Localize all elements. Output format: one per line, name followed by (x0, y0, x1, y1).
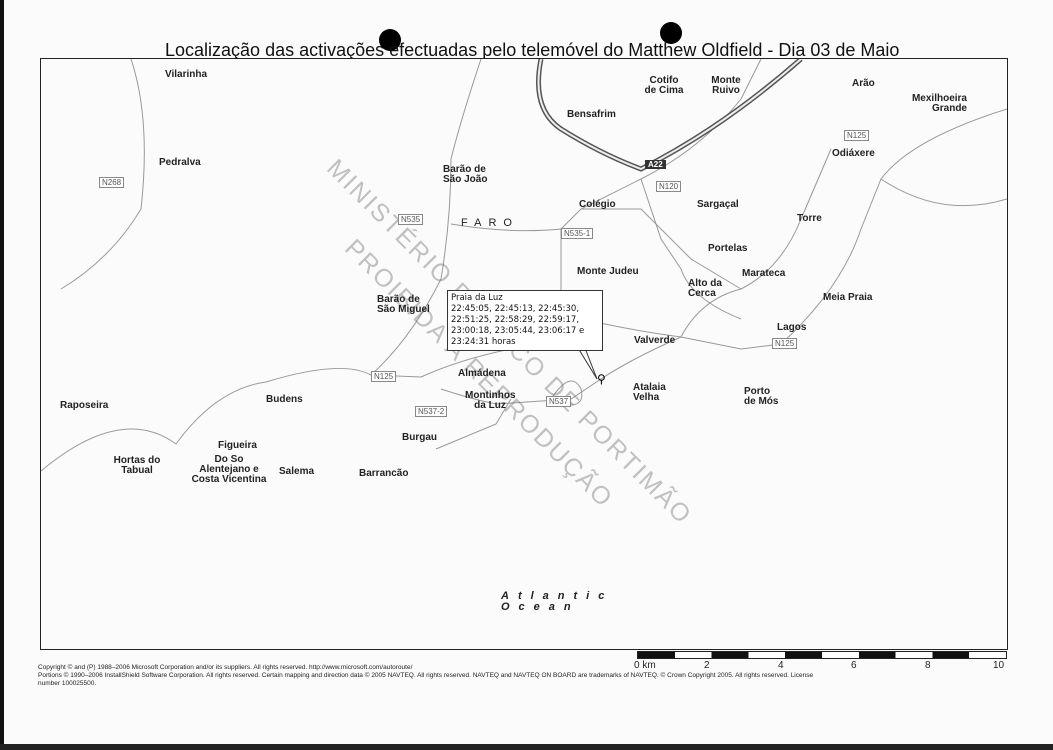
place-label: Lagos (777, 322, 807, 333)
scale-label: 4 (778, 660, 784, 671)
road-label: N535-1 (561, 228, 594, 239)
place-label: Monte Judeu (577, 266, 639, 277)
copyright-line: Portions © 1990–2006 InstallShield Softw… (38, 672, 814, 679)
location-callout: Praia da Luz 22:45:05, 22:45:13, 22:45:3… (447, 290, 603, 351)
place-label: Montinhos da Luz (465, 390, 516, 411)
place-label: Salema (279, 466, 315, 477)
place-label: Torre (797, 213, 822, 224)
scale-bar (637, 651, 1007, 659)
place-label: Odiáxere (832, 148, 875, 159)
road-label: N125 (772, 338, 798, 349)
place-label: Hortas do Tabual (113, 455, 161, 476)
place-label: Monte Ruivo (711, 75, 741, 96)
road-label: N537-2 (415, 406, 448, 417)
ocean-label: Atlantic Ocean (501, 591, 613, 613)
scale-label: 2 (704, 660, 710, 671)
place-label: Arão (852, 78, 875, 89)
place-label: Pedralva (159, 157, 201, 168)
place-label: Budens (266, 394, 303, 405)
place-label: Vilarinha (165, 69, 208, 80)
road-label: N125 (371, 371, 397, 382)
place-label: Portelas (708, 243, 748, 254)
highway-shield: A22 (645, 160, 666, 169)
punch-hole (660, 22, 682, 44)
place-label: Almádena (458, 368, 506, 379)
place-label: Bensafrim (567, 109, 616, 120)
place-label: Meia Praia (823, 292, 873, 303)
place-label: Atalaia Velha (633, 382, 666, 403)
place-label: Alto da Cerca (688, 278, 722, 299)
place-label: Sargaçal (697, 199, 739, 210)
callout-place: Praia da Luz (451, 293, 503, 303)
scale-label: 10 (993, 660, 1005, 671)
place-label: Barão de São Miguel (377, 294, 430, 315)
callout-times: 22:45:05, 22:45:13, 22:45:30, 22:51:25, … (451, 304, 585, 347)
place-label: Raposeira (60, 400, 109, 411)
ocean-label-line: Ocean (501, 601, 580, 613)
place-label: Colégio (579, 199, 616, 210)
scale-label: 6 (851, 660, 857, 671)
road-label: N120 (656, 181, 682, 192)
punch-hole (379, 29, 401, 51)
road-label: N268 (99, 177, 125, 188)
road-network (41, 59, 1007, 472)
road-label: N537 (546, 396, 572, 407)
scale-label: 8 (925, 660, 931, 671)
scale-label: 0 km (634, 660, 656, 671)
scan-edge (0, 0, 4, 750)
page-title: Localização das activações efectuadas pe… (165, 40, 900, 60)
place-label: Barão de São João (443, 164, 488, 185)
place-label: Marateca (742, 268, 786, 279)
pushpin-icon[interactable]: ⚲ (597, 372, 606, 386)
place-label: Cotifo de Cima (644, 75, 684, 96)
road-label: N125 (844, 130, 870, 141)
map-frame[interactable]: MINISTÉRIO PÚBLICO DE PORTIMÃO PROIBIDA … (40, 58, 1008, 650)
place-label: Mexilhoeira Grande (911, 93, 967, 114)
place-label: Burgau (402, 432, 437, 443)
copyright-line: number 100025500. (38, 680, 97, 687)
place-label: Porto de Mós (744, 386, 779, 407)
copyright-line: Copyright © and (P) 1988–2006 Microsoft … (38, 664, 413, 671)
ocean-label-line: Atlantic (501, 590, 614, 602)
scan-edge (0, 744, 1053, 750)
place-label: Figueira (218, 440, 257, 451)
road-label: N535 (398, 214, 424, 225)
region-label: FARO (461, 217, 519, 229)
place-label: Valverde (634, 335, 676, 346)
place-label: Do So Alentejano e Costa Vicentina (191, 454, 267, 485)
place-label: Barrancão (359, 468, 409, 479)
